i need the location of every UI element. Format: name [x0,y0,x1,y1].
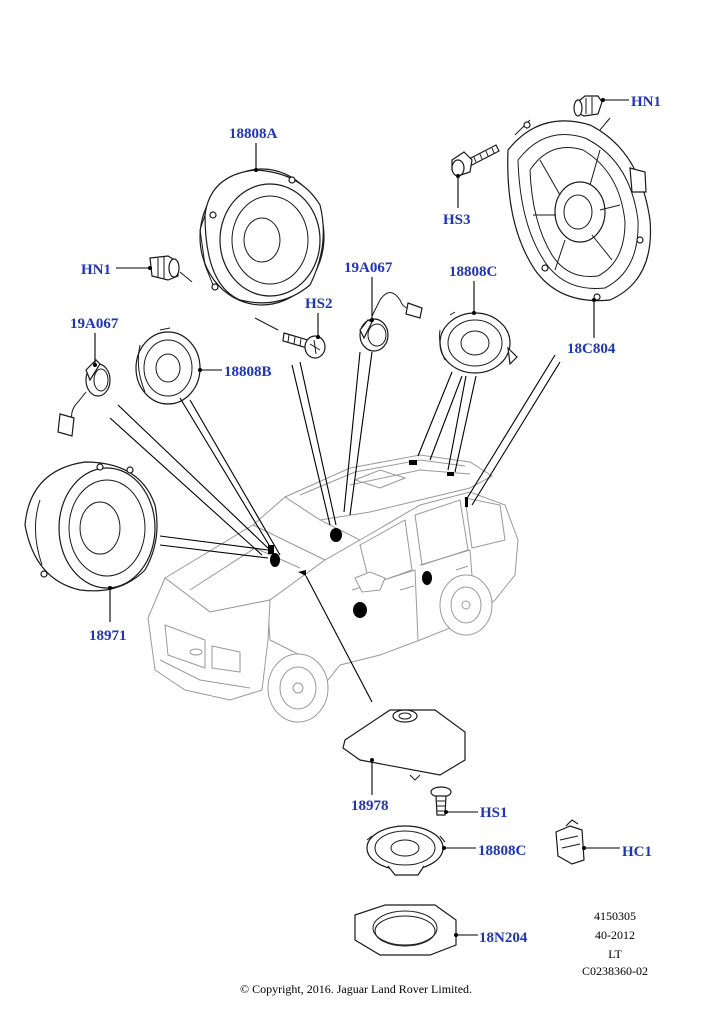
screw-hs1 [430,786,452,816]
callout-18808c-top[interactable]: 18808C [449,264,497,280]
callout-hc1[interactable]: HC1 [622,844,652,860]
callout-18n204[interactable]: 18N204 [479,930,528,946]
callout-hs2[interactable]: HS2 [305,296,333,312]
speaker-18808b [135,327,201,405]
bracket-18n204 [354,904,457,956]
clip-hc1 [555,819,585,865]
bolt-hs3 [451,144,500,177]
callout-labels: HN1 HS3 18808A HN1 HS2 19A067 18808C 18C… [70,94,661,946]
speaker-18c804 [507,117,652,302]
info-line-1: 4150305 [594,909,636,923]
callout-hs3[interactable]: HS3 [443,212,471,228]
tweeter-19a067-middle [359,292,423,352]
callout-18c804[interactable]: 18C804 [567,341,616,357]
callout-19a067-middle[interactable]: 19A067 [344,260,393,276]
screw-hs2 [254,317,326,359]
speaker-18971 [24,461,158,592]
callout-hs1[interactable]: HS1 [480,805,508,821]
info-block: 4150305 40-2012 LT C0238360-02 [582,909,648,978]
callout-hn1-top[interactable]: HN1 [631,94,661,110]
speaker-18808c-top [439,311,518,374]
clip-hn1-left [149,255,193,283]
leader-dots [93,98,605,937]
leader-lines [94,99,629,936]
clip-hn1-top [573,95,603,117]
speaker-18808a [199,168,325,306]
info-line-4: C0238360-02 [582,964,648,978]
callout-18808c-bottom[interactable]: 18808C [478,843,526,859]
vehicle-speaker-markers [268,460,468,618]
cover-18978 [342,709,466,781]
callout-18808a[interactable]: 18808A [229,126,278,142]
tweeter-19a067-left [57,359,111,437]
callout-18971[interactable]: 18971 [89,628,127,644]
vehicle-outline [147,454,519,723]
callout-19a067-left[interactable]: 19A067 [70,316,119,332]
callout-18808b[interactable]: 18808B [224,364,272,380]
callout-18978[interactable]: 18978 [351,798,389,814]
info-line-2: 40-2012 [595,928,635,942]
callout-hn1-left[interactable]: HN1 [81,262,111,278]
info-line-3: LT [608,947,622,961]
copyright-notice: © Copyright, 2016. Jaguar Land Rover Lim… [240,982,472,996]
speaker-18808c-bottom [366,825,446,876]
